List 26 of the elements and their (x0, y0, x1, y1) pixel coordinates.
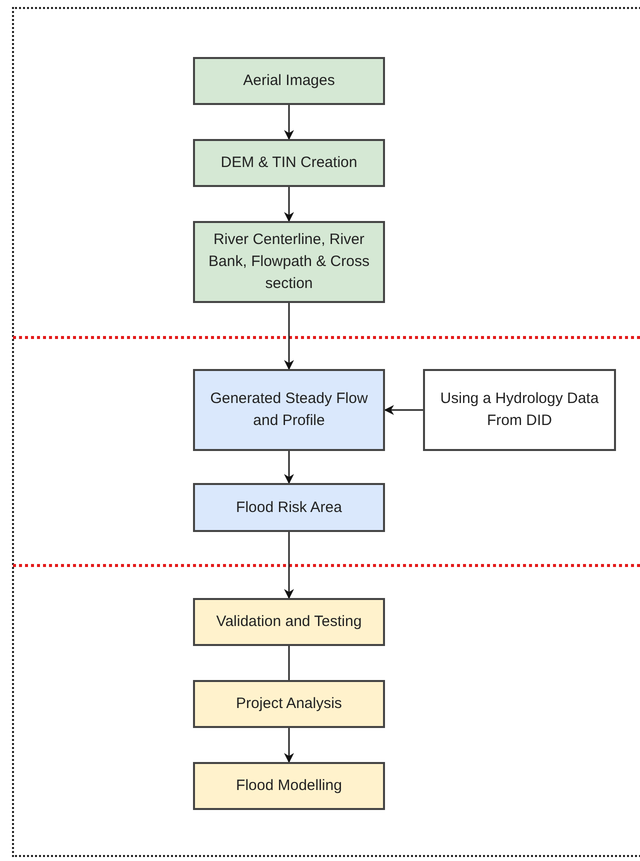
process-box (193, 57, 385, 105)
box-label: River Centerline, River Bank, Flowpath & Cross section (208, 230, 370, 294)
arrow (284, 105, 294, 140)
process-box (193, 762, 385, 810)
process-box (423, 369, 616, 451)
box-label: Project Analysis (236, 694, 342, 714)
arrow (284, 728, 294, 763)
arrow (384, 405, 423, 415)
process-box (193, 139, 385, 187)
arrow (284, 532, 294, 599)
process-box (193, 598, 385, 646)
arrow (284, 187, 294, 222)
box-label: DEM & TIN Creation (220, 153, 358, 174)
process-box (193, 369, 385, 451)
process-box (193, 680, 385, 728)
box-label: Aerial Images (243, 71, 335, 92)
process-box (193, 221, 385, 303)
connector-line (288, 646, 290, 680)
box-label: Flood Modelling (236, 776, 342, 796)
process-box (193, 483, 385, 532)
box-label: Using a Hydrology Data From DID (439, 389, 600, 431)
box-label: Generated Steady Flow and Profile (209, 389, 369, 431)
box-label: Flood Risk Area (236, 498, 342, 518)
arrow (284, 451, 294, 484)
arrow (284, 303, 294, 370)
box-label: Validation and Testing (216, 612, 362, 632)
